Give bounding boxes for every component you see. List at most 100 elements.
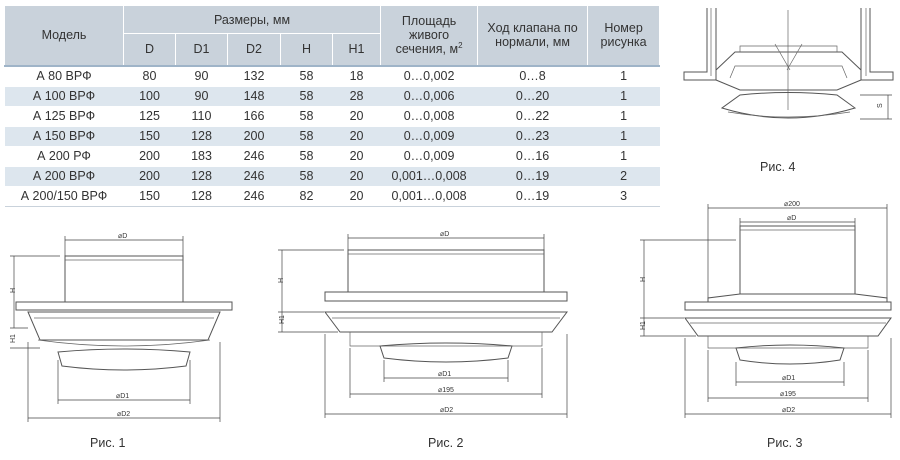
- table-cell: 1: [587, 86, 660, 107]
- table-cell: 1: [587, 106, 660, 127]
- table-cell: 128: [175, 186, 228, 207]
- table-cell: 0…16: [477, 146, 588, 167]
- header-area: Площадь живого сечения, м2: [380, 5, 479, 66]
- table-cell: 0…0,009: [380, 146, 478, 167]
- table-cell: 20: [332, 166, 381, 187]
- table-cell: 132: [227, 64, 281, 87]
- table-cell: 0…20: [477, 86, 588, 107]
- table-cell: 166: [227, 106, 281, 127]
- fig1-dim-d1: ⌀D1: [116, 393, 129, 400]
- fig3-diffuser: [684, 225, 892, 365]
- fig2-diffuser: [324, 249, 568, 363]
- fig2-caption: Рис. 2: [428, 436, 464, 450]
- table-cell: 3: [587, 186, 660, 207]
- fig3-caption: Рис. 3: [767, 436, 803, 450]
- fig2-dim-d2: ⌀D2: [440, 407, 453, 414]
- table-cell: 200: [123, 166, 176, 187]
- table-cell: 125: [123, 106, 176, 127]
- table-cell: 246: [227, 186, 281, 207]
- table-cell: 200: [123, 146, 176, 167]
- table-cell: 28: [332, 86, 381, 107]
- table-cell: 20: [332, 106, 381, 127]
- table-cell: 1: [587, 126, 660, 147]
- table-cell: 128: [175, 126, 228, 147]
- table-cell: 0…0,009: [380, 126, 478, 147]
- fig3-dim-h: H: [640, 277, 647, 282]
- table-cell: 1: [587, 146, 660, 167]
- header-figure: Номер рисунка: [587, 5, 661, 66]
- table-cell: 0…23: [477, 126, 588, 147]
- fig4-duct: [683, 8, 894, 119]
- table-cell: 1: [587, 64, 660, 87]
- fig2-dim-d1: ⌀D1: [438, 371, 451, 378]
- table-cell: 110: [175, 106, 228, 127]
- table-cell: 148: [227, 86, 281, 107]
- table-cell: А 200 ВРФ: [4, 166, 124, 187]
- table-cell: 128: [175, 166, 228, 187]
- fig2-dim-h: H: [278, 278, 285, 283]
- table-cell: А 100 ВРФ: [4, 86, 124, 107]
- header-h: H: [280, 33, 333, 66]
- table-cell: 2: [587, 166, 660, 187]
- fig4-caption: Рис. 4: [760, 160, 796, 174]
- fig2-dim-h1: H1: [279, 315, 286, 324]
- header-d1: D1: [175, 33, 228, 66]
- table-cell: 0,001…0,008: [380, 186, 478, 207]
- fig1-dim-d: ⌀D: [118, 233, 127, 240]
- table-cell: 0…0,008: [380, 106, 478, 127]
- header-model: Модель: [4, 5, 124, 66]
- fig1-dim-h1: H1: [10, 334, 17, 343]
- table-cell: 183: [175, 146, 228, 167]
- fig1-diffuser: [15, 255, 233, 371]
- fig4-stroke-dimension: S: [860, 94, 892, 120]
- fig1-caption: Рис. 1: [90, 436, 126, 450]
- table-cell: 150: [123, 126, 176, 147]
- table-cell: 80: [123, 64, 176, 87]
- table-cell: 0,001…0,008: [380, 166, 478, 187]
- table-cell: 246: [227, 146, 281, 167]
- table-cell: 18: [332, 64, 381, 87]
- fig3-dim-d200: ⌀200: [784, 201, 800, 208]
- table-cell: 0…0,006: [380, 86, 478, 107]
- fig2-dimensions: ⌀D ⌀D1 ⌀195 ⌀D2 H H1: [278, 231, 568, 418]
- table-cell: 82: [280, 186, 333, 207]
- fig2-dim-d: ⌀D: [440, 231, 449, 238]
- table-cell: 20: [332, 186, 381, 207]
- fig3-dim-h1: H1: [640, 321, 647, 330]
- table-cell: 20: [332, 146, 381, 167]
- table-cell: 58: [280, 166, 333, 187]
- table-cell: 0…19: [477, 186, 588, 207]
- table-cell: 58: [280, 64, 333, 87]
- table-cell: 246: [227, 166, 281, 187]
- fig3-dim-d1: ⌀D1: [782, 375, 795, 382]
- fig1-dim-d2: ⌀D2: [117, 411, 130, 418]
- table-cell: А 200 РФ: [4, 146, 124, 167]
- fig1-dimensions: ⌀D ⌀D1 ⌀D2 H H1: [10, 233, 221, 422]
- table-cell: 58: [280, 106, 333, 127]
- fig3-dim-d2: ⌀D2: [782, 407, 795, 414]
- header-h1: H1: [331, 33, 382, 66]
- spec-table: Модель Размеры, мм Площадь живого сечени…: [4, 5, 661, 207]
- fig3-dim-d195: ⌀195: [780, 391, 796, 398]
- fig2-dim-d195: ⌀195: [438, 387, 454, 394]
- table-cell: 100: [123, 86, 176, 107]
- header-d: D: [123, 33, 176, 66]
- table-cell: 200: [227, 126, 281, 147]
- table-cell: А 80 ВРФ: [4, 64, 124, 87]
- table-cell: 0…19: [477, 166, 588, 187]
- table-cell: 0…8: [477, 64, 588, 87]
- table-cell: 58: [280, 146, 333, 167]
- table-cell: 0…0,002: [380, 64, 478, 87]
- fig3-dimensions: ⌀200 ⌀D ⌀D1 ⌀195 ⌀D2 H H1: [640, 201, 892, 418]
- table-cell: 58: [280, 86, 333, 107]
- table-cell: 90: [175, 86, 228, 107]
- fig3-dim-d: ⌀D: [787, 215, 796, 222]
